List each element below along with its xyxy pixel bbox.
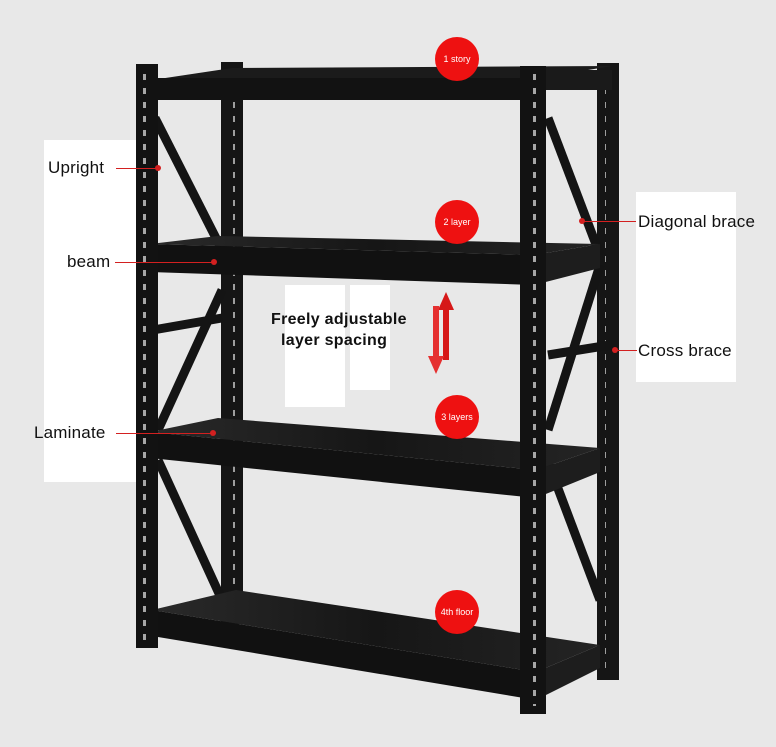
shelf-1-frame bbox=[152, 66, 612, 80]
callout-upright-label: Upright bbox=[48, 158, 105, 177]
callout-laminate-leader bbox=[116, 433, 214, 434]
callout-laminate-dot bbox=[210, 430, 216, 436]
callout-beam-label: beam bbox=[67, 252, 111, 271]
level-4-badge: 4th floor bbox=[435, 590, 479, 634]
callout-diagonal-brace-leader bbox=[582, 221, 636, 222]
callout-cross-brace-label: Cross brace bbox=[638, 341, 732, 360]
label-backdrop-right bbox=[636, 192, 736, 382]
callout-diagonal-brace-label: Diagonal brace bbox=[638, 212, 756, 231]
level-3-badge: 3 layers bbox=[435, 395, 479, 439]
shelf-4-top bbox=[152, 590, 600, 672]
adjustable-spacing-line-1: Freely adjustable bbox=[271, 311, 407, 328]
callout-cross-brace-leader bbox=[615, 350, 637, 351]
adjustable-spacing-line-2: layer spacing bbox=[281, 332, 388, 349]
label-backdrop-center bbox=[285, 285, 345, 407]
callout-beam-dot bbox=[211, 259, 217, 265]
callout-upright-leader bbox=[116, 168, 158, 169]
callout-upright-dot bbox=[155, 165, 161, 171]
level-2-badge: 2 layer bbox=[435, 200, 479, 244]
callout-beam-leader bbox=[115, 262, 215, 263]
adjustable-spacing-note: Freely adjustable layer spacing bbox=[271, 309, 407, 351]
callout-cross-brace-dot bbox=[612, 347, 618, 353]
label-backdrop-center-2 bbox=[350, 285, 390, 390]
left-side-braces bbox=[150, 115, 227, 602]
shelf-2-top bbox=[150, 236, 600, 255]
shelf-3-top bbox=[150, 418, 600, 470]
callout-laminate-label: Laminate bbox=[34, 423, 106, 442]
label-backdrop-left bbox=[44, 140, 152, 482]
level-1-badge: 1 story bbox=[435, 37, 479, 81]
adjust-arrows-icon bbox=[428, 292, 454, 374]
callout-diagonal-brace-dot bbox=[579, 218, 585, 224]
